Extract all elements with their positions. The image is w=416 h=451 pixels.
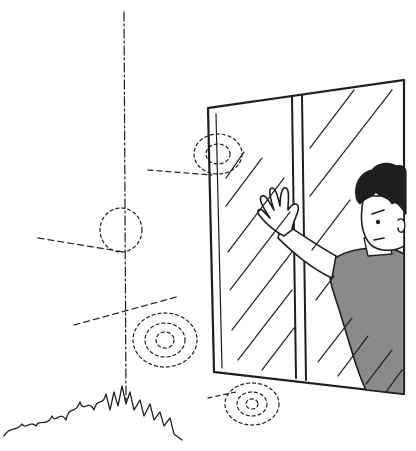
vertical-stem-line: [123, 11, 127, 401]
glass-reflections: [225, 89, 403, 393]
dashed-line-lower: [73, 295, 181, 326]
grass-tuft: [3, 385, 183, 441]
boy-face: [360, 195, 405, 252]
boy-eyebrow: [371, 209, 385, 215]
boy-hair: [355, 162, 407, 215]
dashed-line-top: [147, 169, 213, 176]
boy-eye: [375, 219, 381, 225]
ripple-circle-middle: [99, 207, 143, 253]
ripple-circle-top: [193, 133, 243, 175]
dashed-line-bottom: [207, 391, 237, 399]
boy-ear: [397, 218, 406, 233]
boy-mouth: [373, 237, 385, 241]
boy-shirt: [328, 247, 405, 395]
window-inner-left-edge: [215, 113, 223, 369]
boy-figure: [257, 162, 407, 395]
dashed-line-middle: [37, 237, 125, 253]
boy-hand: [257, 186, 300, 237]
ripple-circle-lower: [132, 312, 198, 368]
ripple-circle-bottom: [224, 382, 280, 426]
